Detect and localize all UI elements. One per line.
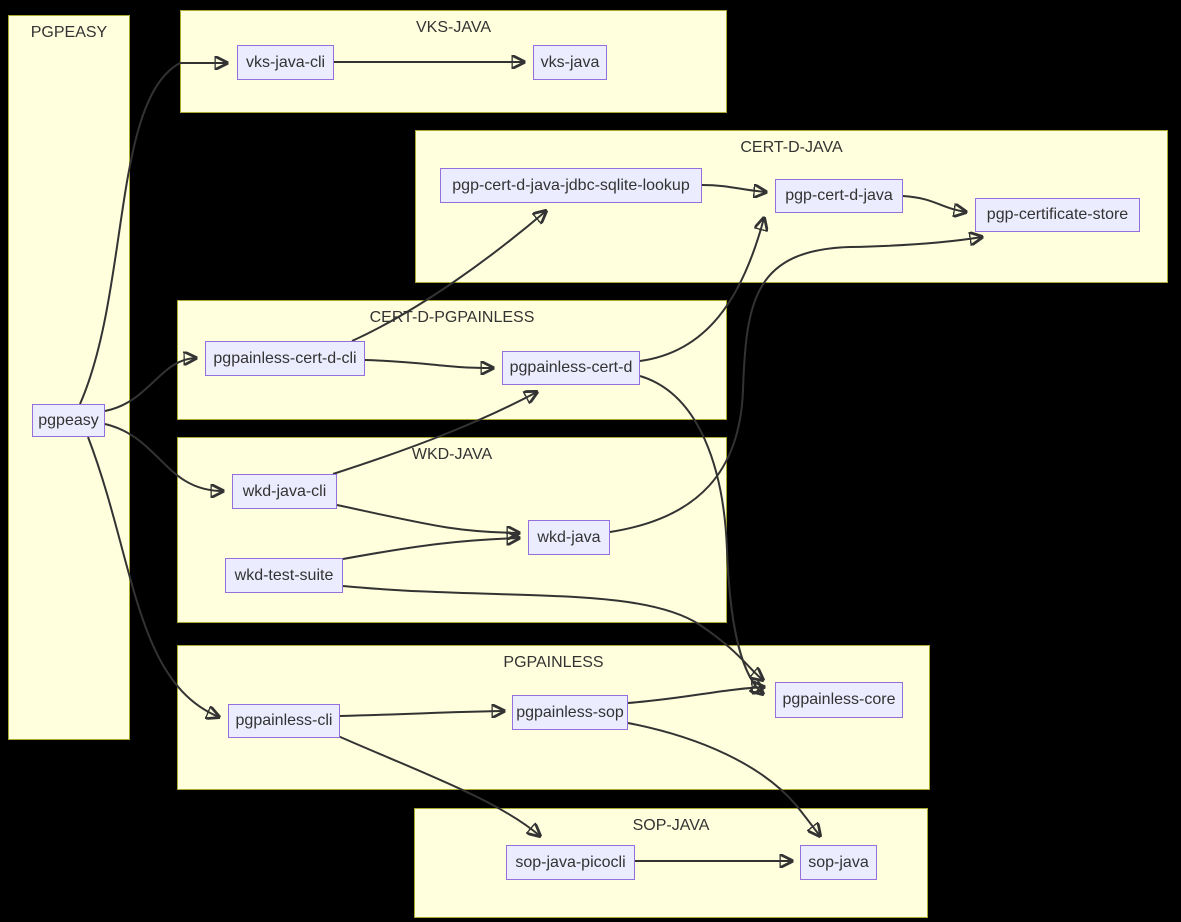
edge-pgpeasy-to-pgpainless-cli (87, 436, 219, 717)
edge-pgpainless-cert-d-cli-to-pgp-cert-d-java-jdbc-sqlite-lookup (351, 211, 546, 342)
node-vks-java: vks-java (533, 45, 607, 80)
edge-wkd-java-cli-to-wkd-java (336, 504, 519, 533)
edge-pgpainless-sop-to-pgpainless-core (627, 687, 764, 704)
node-sop-java: sop-java (800, 845, 877, 880)
edge-pgpainless-cli-to-pgpainless-sop (339, 711, 504, 716)
edge-wkd-java-to-pgp-certificate-store (609, 237, 982, 533)
edge-wkd-test-suite-to-wkd-java (342, 538, 519, 560)
edge-wkd-java-cli-to-pgpainless-cert-d (332, 392, 537, 475)
edge-pgpainless-cert-d-to-pgp-cert-d-java (639, 218, 764, 362)
node-pgp-certificate-store: pgp-certificate-store (975, 198, 1140, 232)
node-pgpeasy: pgpeasy (32, 404, 105, 437)
node-pgpainless-cert-d: pgpainless-cert-d (502, 351, 640, 385)
node-pgp-cert-d-java-jdbc-sqlite-lookup: pgp-cert-d-java-jdbc-sqlite-lookup (440, 168, 702, 203)
node-sop-java-picocli: sop-java-picocli (506, 845, 635, 880)
node-pgpainless-core: pgpainless-core (775, 682, 903, 718)
edge-wkd-test-suite-to-pgpainless-core (342, 585, 763, 680)
node-wkd-java: wkd-java (528, 520, 610, 555)
subgraph-pgpeasy-group: PGPEASY (8, 15, 130, 740)
subgraph-title-pgpeasy-group: PGPEASY (30, 24, 108, 41)
subgraph-title-pgpainless-group: PGPAINLESS (503, 654, 604, 671)
subgraph-title-cert-d-pgpainless-group: CERT-D-PGPAINLESS (369, 309, 535, 326)
subgraph-title-sop-java-group: SOP-JAVA (632, 817, 710, 834)
node-pgpainless-cli: pgpainless-cli (228, 704, 340, 738)
edge-pgp-cert-d-java-jdbc-sqlite-lookup-to-pgp-cert-d-java (701, 184, 766, 192)
node-pgpainless-sop: pgpainless-sop (512, 695, 628, 730)
edge-pgpeasy-to-wkd-java-cli (104, 423, 223, 491)
node-wkd-java-cli: wkd-java-cli (232, 474, 337, 509)
node-wkd-test-suite: wkd-test-suite (225, 558, 343, 593)
edge-pgpainless-cert-d-to-pgpainless-core (639, 375, 763, 694)
node-pgp-cert-d-java: pgp-cert-d-java (775, 179, 903, 213)
node-pgpainless-cert-d-cli: pgpainless-cert-d-cli (205, 341, 365, 376)
edge-pgpeasy-to-vks-java-cli (79, 63, 227, 405)
edge-pgpainless-cert-d-cli-to-pgpainless-cert-d (364, 359, 493, 368)
edge-pgp-cert-d-java-to-pgp-certificate-store (902, 195, 966, 212)
subgraph-title-wkd-java-group: WKD-JAVA (411, 446, 493, 463)
subgraph-title-cert-d-java-group: CERT-D-JAVA (740, 139, 843, 156)
node-vks-java-cli: vks-java-cli (237, 45, 334, 80)
edge-pgpeasy-to-pgpainless-cert-d-cli (104, 358, 196, 412)
edge-pgpainless-sop-to-sop-java (627, 722, 820, 836)
edge-pgpainless-cli-to-sop-java-picocli (337, 735, 540, 836)
subgraph-title-vks-java-group: VKS-JAVA (416, 19, 491, 36)
